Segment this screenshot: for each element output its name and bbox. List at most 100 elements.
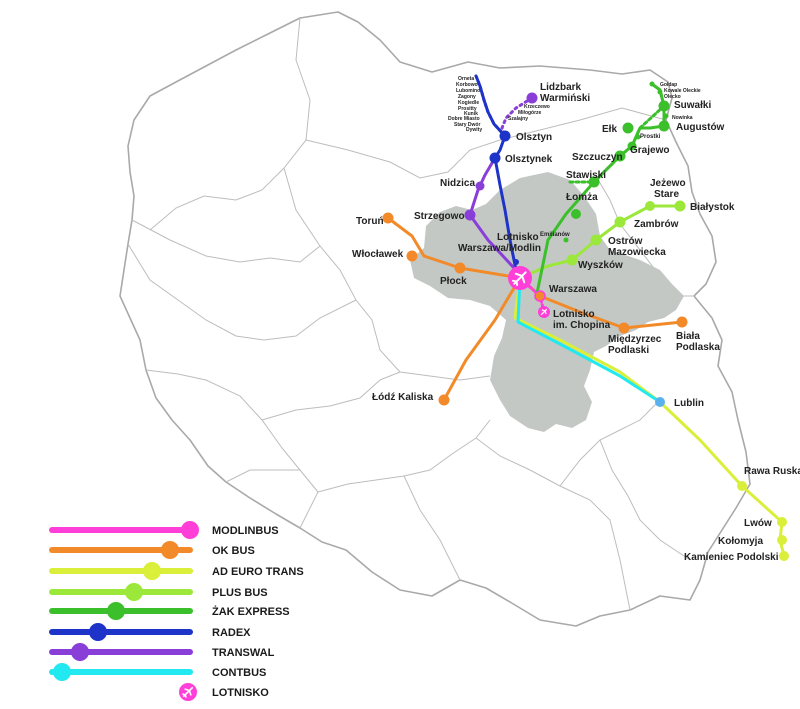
label-prostki: Prostki (640, 134, 661, 140)
label-lotnisko-modlin-2: Warszawa/Modlin (458, 243, 541, 254)
label-lotnisko-chopin-2: im. Chopina (553, 320, 611, 331)
legend-item-modlinbus: MODLINBUS (49, 521, 279, 539)
label-nowinka: Nowinka (672, 115, 693, 121)
airplane-icon (182, 686, 194, 698)
label-kowale: Kowale Oleckie (664, 88, 701, 94)
label-krzeczewo: Krzeczewo (524, 104, 550, 110)
label-elk: Ełk (602, 124, 617, 135)
stop-kolomyja (777, 535, 787, 545)
label-wloclawek: Włocławek (352, 249, 404, 260)
stop-lidzbark (526, 92, 538, 104)
stop-kamieniec (779, 551, 789, 561)
label-nidzica: Nidzica (440, 178, 475, 189)
label-plock: Płock (440, 276, 467, 287)
legend-label-transwal: TRANSWAL (212, 647, 275, 659)
stop-lomza (571, 209, 581, 219)
adeurotrans-route (513, 276, 786, 558)
label-ostrow-1: Ostrów (608, 236, 643, 247)
label-orneta: Orneta (458, 76, 474, 82)
label-olsztynek: Olsztynek (505, 154, 553, 165)
label-lublin: Lublin (674, 398, 704, 409)
legend: MODLINBUS OK BUS AD EURO TRANS PLUS BUS … (49, 521, 304, 701)
stop-lwow (777, 517, 787, 527)
legend-label-airport: LOTNISKO (212, 687, 269, 699)
label-kamieniec: Kamieniec Podolski (684, 552, 779, 563)
legend-label-zakexpress: ŻAK EXPRESS (212, 605, 290, 618)
stop-modlin-small (513, 259, 519, 265)
stop-lodz (438, 394, 450, 406)
stop-lublin (655, 397, 665, 407)
stop-zambrow (614, 216, 626, 228)
label-jezewo-1: Jeżewo (650, 178, 686, 189)
label-kogiedle: Kogiedle (458, 100, 479, 106)
mazowieckie-region (410, 172, 684, 432)
label-kolomyja: Kołomyja (718, 536, 763, 547)
label-grajewo: Grajewo (630, 145, 669, 156)
stop-augustow (658, 120, 670, 132)
legend-item-contbus: CONTBUS (49, 663, 266, 681)
label-biala-2: Podlaska (676, 342, 720, 353)
label-zambrow: Zambrów (634, 219, 679, 230)
label-kunik: Kunik (464, 111, 478, 117)
stop-emilianow (563, 237, 569, 243)
label-warszawa: Warszawa (549, 284, 597, 295)
label-lwow: Lwów (744, 518, 772, 529)
stop-olsztynek (489, 152, 501, 164)
contbus-route (516, 276, 662, 404)
label-lomza: Łomża (566, 192, 598, 203)
label-szalajny: Szalajny (508, 116, 528, 122)
label-lubomino: Lubomino (456, 88, 480, 94)
label-stawiski: Stawiski (566, 170, 606, 181)
label-korbowo: Korbowo (456, 82, 478, 88)
radex-route-dashed (474, 74, 507, 138)
stop-stawiski (588, 176, 600, 188)
okbus-route-north (386, 216, 522, 280)
stop-biala (676, 316, 688, 328)
stop-torun (382, 212, 394, 224)
label-warminski: Warmiński (540, 93, 590, 104)
label-olsztyn: Olsztyn (516, 132, 552, 143)
stop-strzegowo (464, 209, 476, 221)
label-lodz: Łódź Kaliska (372, 392, 434, 403)
legend-label-radex: RADEX (212, 627, 251, 639)
place-labels: Lidzbark Warmiński Olsztyn Olsztynek Nid… (352, 76, 800, 563)
stop-elk (622, 122, 634, 134)
stop-suwalki (658, 100, 670, 112)
label-milogorze: Miłogórze (518, 110, 542, 116)
label-emilianow: Emilianów (540, 232, 570, 238)
stop-goldap (649, 81, 655, 87)
airplane-icon (511, 271, 527, 287)
airplane-icon (540, 308, 548, 316)
stops (382, 81, 789, 561)
legend-label-okbus: OK BUS (212, 545, 255, 557)
okbus-route-south (442, 276, 522, 402)
label-prositty: Prositty (458, 106, 477, 112)
legend-item-zakexpress: ŻAK EXPRESS (49, 602, 290, 620)
label-zagony: Zagony (458, 94, 476, 100)
stop-olsztyn (499, 130, 511, 142)
stop-bialystok (674, 200, 686, 212)
label-jezewo-2: Stare (654, 189, 679, 200)
legend-label-contbus: CONTBUS (212, 667, 266, 679)
label-biala-1: Biała (676, 331, 700, 342)
label-augustow: Augustów (676, 122, 725, 133)
label-wyszkow: Wyszków (578, 260, 623, 271)
label-rawa: Rawa Ruska (744, 466, 800, 477)
label-torun: Toruń (356, 216, 384, 227)
stop-szczuczyn (627, 141, 637, 151)
stop-grajewo (614, 150, 626, 162)
label-miedzyrzec-1: Międzyrzec (608, 334, 662, 345)
stop-olecko (657, 89, 663, 95)
label-miedzyrzec-2: Podlaski (608, 345, 649, 356)
legend-item-airport: LOTNISKO (179, 683, 269, 701)
legend-item-transwal: TRANSWAL (49, 643, 275, 661)
stop-prostki (635, 134, 641, 140)
legend-item-radex: RADEX (49, 623, 251, 641)
label-olecko: Olecko (664, 94, 681, 100)
legend-label-modlinbus: MODLINBUS (212, 525, 279, 537)
label-ostrow-2: Mazowiecka (608, 247, 666, 258)
stop-ostrow (590, 234, 602, 246)
stop-nowinka (663, 113, 669, 119)
stop-wloclawek (406, 250, 418, 262)
airport-modlin (508, 266, 532, 290)
